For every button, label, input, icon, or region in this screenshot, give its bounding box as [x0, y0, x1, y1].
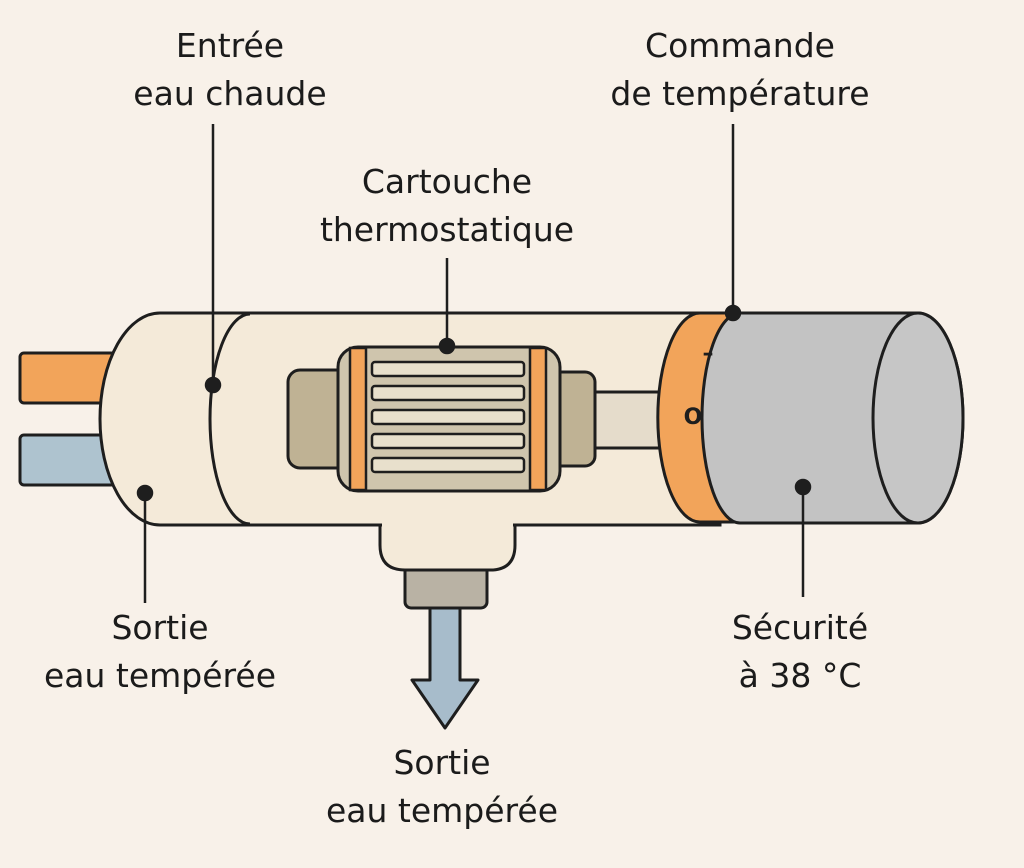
- knob-mark-o: O: [684, 405, 703, 430]
- dot-hot-inlet: [204, 376, 222, 394]
- knob-mark-minus: –: [703, 341, 714, 366]
- label-outlet-left: Sortie eau tempérée: [43, 608, 276, 695]
- label-cartridge: Cartouche thermostatique: [319, 162, 575, 249]
- label-outlet-bottom: Sortie eau tempérée: [325, 743, 558, 830]
- callout-lines: [136, 124, 812, 603]
- label-hot-inlet: Entrée eau chaude: [133, 26, 327, 113]
- dot-safety: [794, 478, 812, 496]
- outlet-neck: [378, 520, 517, 572]
- label-safety: Sécurité à 38 °C: [731, 608, 869, 695]
- cartridge-ring-right: [528, 346, 548, 492]
- dot-temp-control: [724, 304, 742, 322]
- thermostatic-cartridge: [286, 345, 677, 493]
- cartridge-ring-left: [348, 346, 368, 492]
- temperature-knob: – O: [656, 311, 965, 525]
- label-temp-control: Commande de température: [610, 26, 870, 113]
- outlet-arrow-icon: [410, 606, 480, 730]
- cartridge-fins: [370, 360, 526, 474]
- dot-outlet-left: [136, 484, 154, 502]
- body-section-line: [208, 312, 251, 526]
- bottom-outlet: [378, 520, 517, 730]
- dot-cartridge: [438, 337, 456, 355]
- neck-join-cover: [382, 518, 513, 528]
- knob-end-face: [871, 311, 965, 525]
